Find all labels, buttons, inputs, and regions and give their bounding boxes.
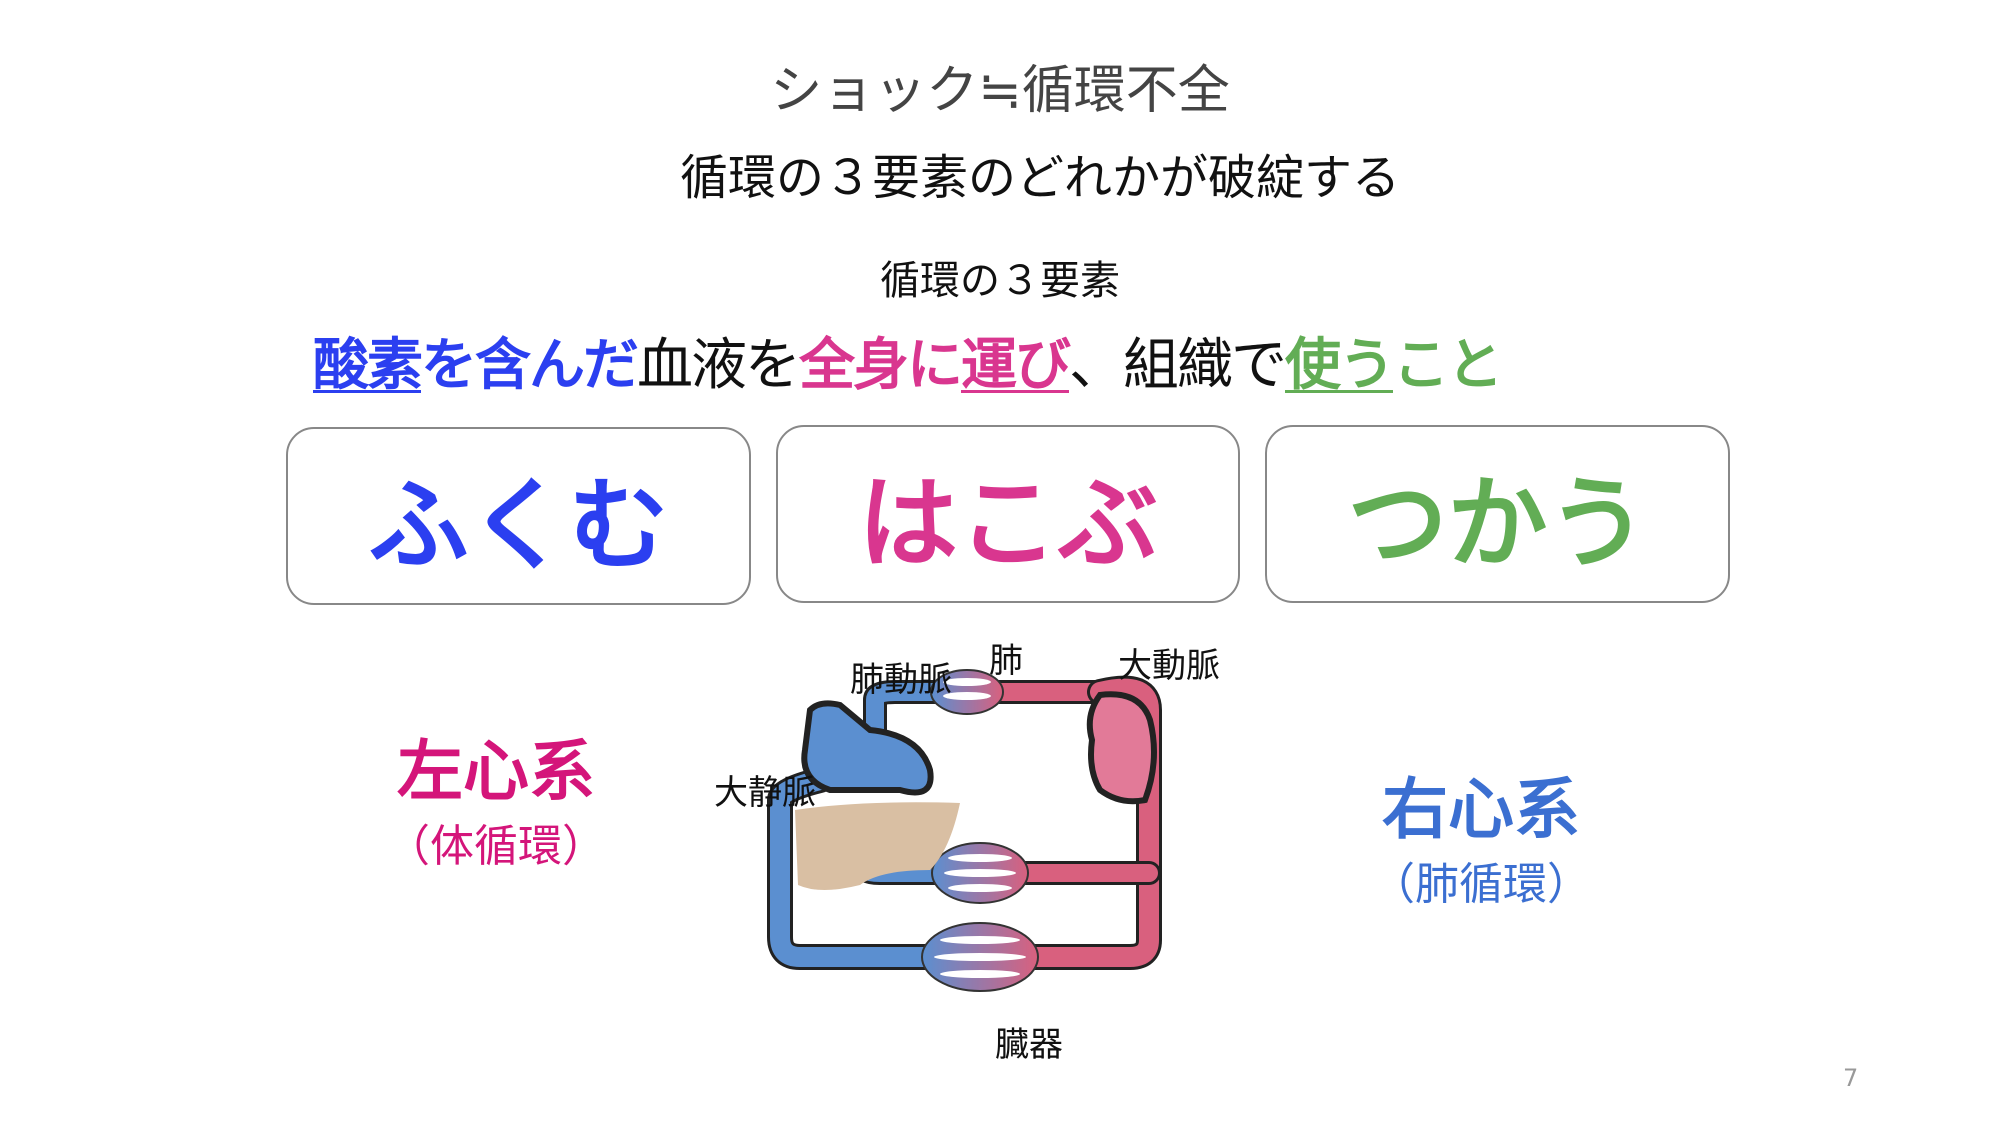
lung-capillaries [930, 669, 1004, 715]
box-contain: ふくむ [286, 427, 751, 605]
definition-oxygen: 酸素 [313, 333, 423, 398]
left-heart [1086, 691, 1157, 805]
box-carry: はこぶ [776, 425, 1240, 603]
right-system-sub: （肺循環） [1371, 859, 1591, 910]
elements-heading: 循環の３要素 [880, 258, 1120, 304]
definition-wholebody: 全身に [799, 333, 963, 398]
page-number: 7 [1843, 1064, 1859, 1092]
definition-sentence: 酸素を含んだ血液を全身に運び、組織で使うこと [313, 320, 1503, 401]
slide-subtitle: 循環の３要素のどれかが破綻する [679, 150, 1401, 206]
right-heart [801, 700, 934, 796]
right-system-title: 右心系 [1382, 771, 1580, 848]
definition-blood: 血液を [637, 333, 801, 398]
definition-carry: 運び [961, 333, 1071, 398]
label-aorta: 大動脈 [1118, 646, 1220, 686]
left-system-title: 左心系 [397, 733, 595, 810]
definition-thing: こと [1393, 333, 1503, 398]
label-pulmonary-artery: 肺動脈 [850, 660, 952, 700]
box-use: つかう [1265, 425, 1730, 603]
label-organs: 臓器 [995, 1025, 1063, 1065]
left-system-sub: （体循環） [386, 821, 606, 872]
label-vena-cava: 大静脈 [714, 773, 816, 813]
label-lung: 肺 [989, 641, 1023, 681]
slide-title: ショック≒循環不全 [770, 61, 1230, 121]
definition-tissue: 、組織で [1069, 333, 1287, 398]
definition-contain: を含んだ [421, 333, 639, 398]
liver [795, 802, 960, 890]
liver-capillaries [931, 842, 1029, 904]
definition-use: 使う [1285, 333, 1395, 398]
organ-capillaries [921, 922, 1039, 992]
